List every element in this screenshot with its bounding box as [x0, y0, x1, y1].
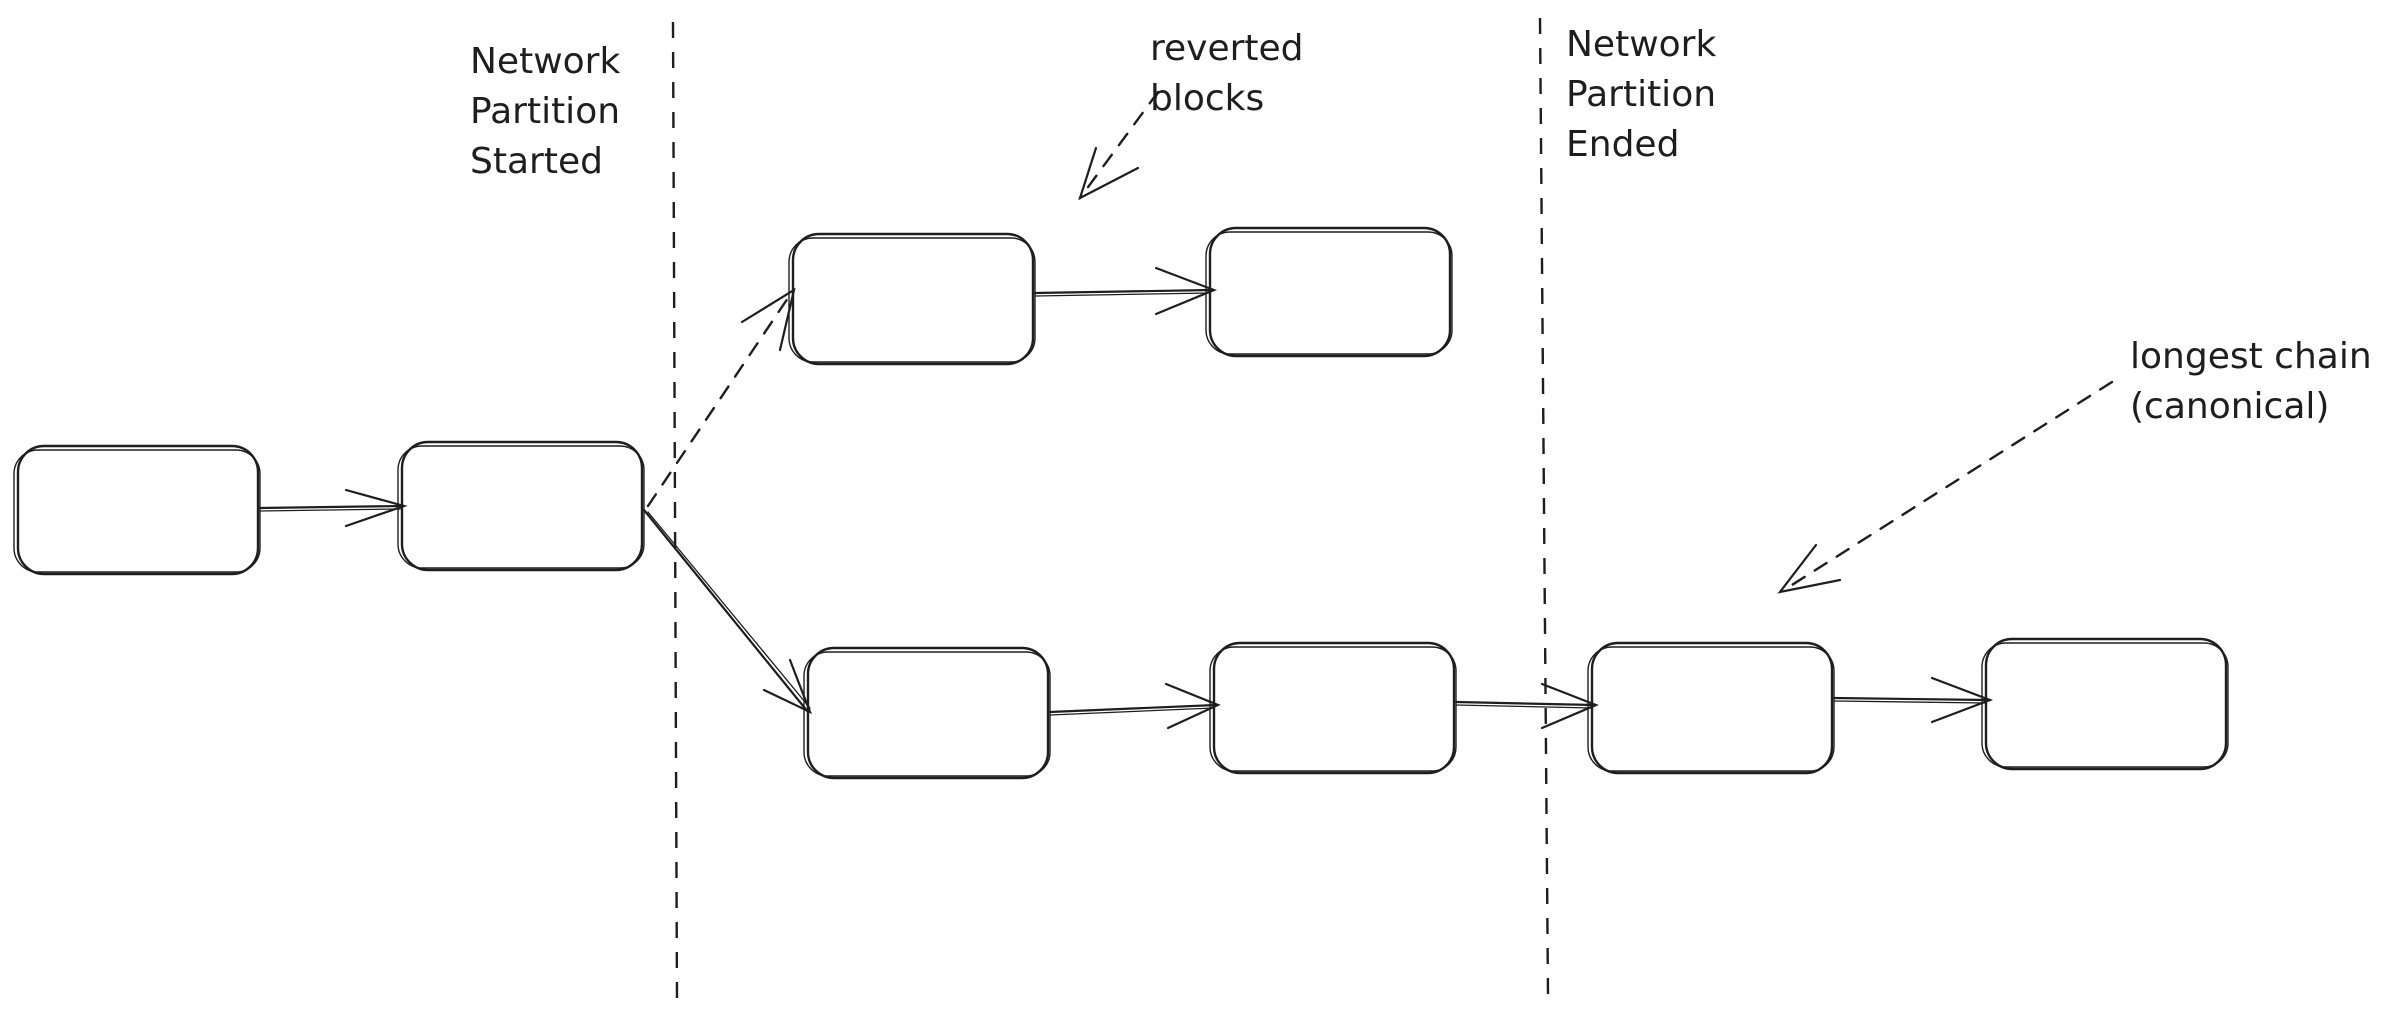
- annotation-arrow-reverted-blocks: [1078, 90, 1160, 201]
- block-2: [397, 440, 645, 572]
- longest-chain-line-1: longest chain: [2130, 336, 2372, 377]
- partition-started-line-2: Partition: [470, 91, 620, 132]
- arrow-canonical1-to-canonical2: [1048, 682, 1221, 730]
- arrow-canonical2-to-canonical3: [1454, 682, 1599, 730]
- reverted-block-2: [1205, 226, 1453, 358]
- partition-started-line-3: Started: [470, 141, 603, 182]
- annotation-arrow-longest-chain: [1777, 380, 2114, 594]
- partition-ended-line-3: Ended: [1566, 124, 1679, 165]
- partition-start-divider: [671, 21, 679, 1001]
- canonical-block-4: [1981, 637, 2229, 771]
- longest-chain-line-2: (canonical): [2130, 386, 2329, 427]
- partition-started-label: Network Partition Started: [470, 41, 632, 182]
- canonical-block-1: [803, 646, 1051, 780]
- reverted-blocks-label: reverted blocks: [1150, 28, 1315, 119]
- partition-ended-label: Network Partition Ended: [1566, 24, 1728, 165]
- block-1: [13, 444, 261, 576]
- reverted-blocks-line-1: reverted: [1150, 28, 1304, 69]
- arrow-block2-to-canonical-block1: [642, 508, 813, 715]
- partition-end-divider: [1538, 17, 1550, 996]
- longest-chain-label: longest chain (canonical): [2130, 336, 2383, 427]
- partition-started-line-1: Network: [470, 41, 620, 82]
- arrow-reverted1-to-reverted2: [1033, 266, 1217, 316]
- canonical-block-2: [1209, 641, 1457, 775]
- dashed-arrow-block2-to-reverted1: [646, 287, 796, 508]
- partition-ended-line-1: Network: [1566, 24, 1716, 65]
- partition-ended-line-2: Partition: [1566, 74, 1716, 115]
- canonical-block-3: [1587, 641, 1835, 775]
- arrow-canonical3-to-canonical4: [1832, 676, 1994, 724]
- reverted-block-1: [788, 232, 1036, 366]
- arrow-block1-to-block2: [258, 488, 408, 528]
- reverted-blocks-line-2: blocks: [1150, 78, 1264, 119]
